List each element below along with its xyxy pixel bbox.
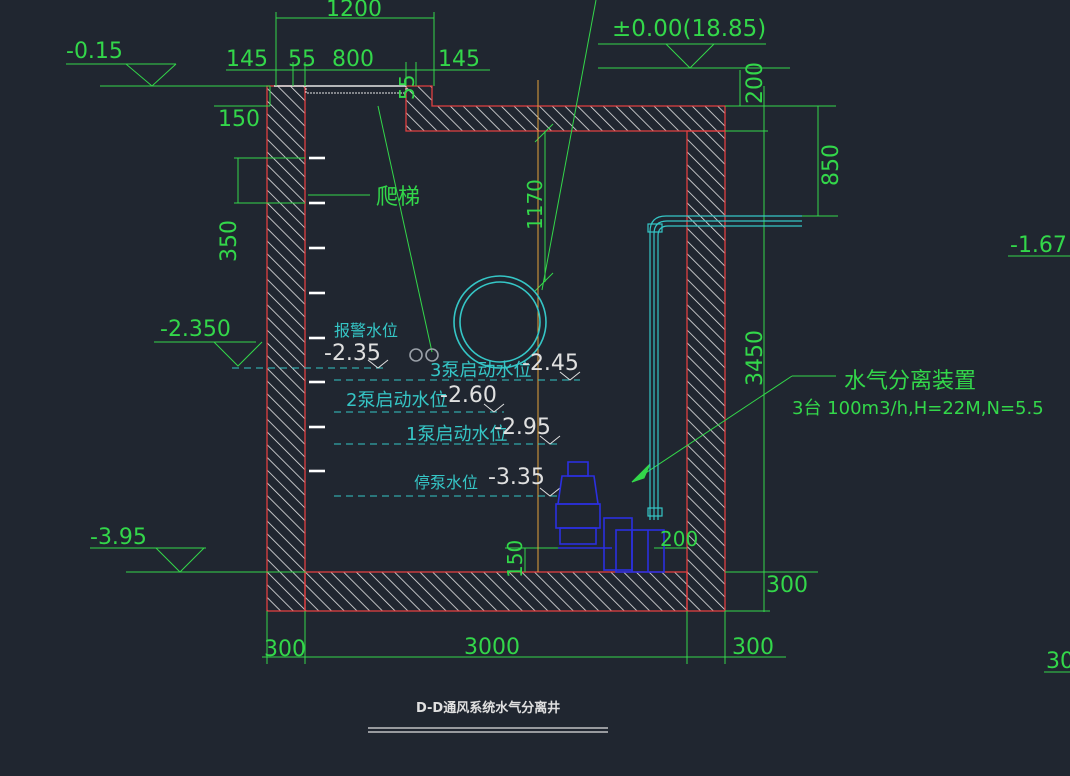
manhole-cover xyxy=(305,85,407,94)
dim-right-height: 3450 xyxy=(743,330,768,386)
water-level-2-name: 2泵启动水位 xyxy=(346,390,447,411)
bottom-slab xyxy=(304,571,688,612)
dim-left-rung: 350 xyxy=(217,220,242,262)
dim-bottom-left: 300 xyxy=(264,637,306,662)
water-level-lines xyxy=(232,367,580,497)
water-level-alarm-name: 报警水位 xyxy=(334,321,398,340)
left-wall xyxy=(266,85,306,612)
ladder-label: 爬梯 xyxy=(376,185,420,210)
top-slab xyxy=(405,85,726,132)
water-level-3-value: -2.45 xyxy=(522,351,579,376)
dim-partial-right: 30 xyxy=(1046,649,1070,674)
water-level-2-value: -2.60 xyxy=(440,383,497,408)
structure xyxy=(266,85,726,612)
pump-icon xyxy=(555,461,665,573)
small-pipe-icon xyxy=(425,348,439,362)
separator-spec: 3台 100m3/h,H=22M,N=5.5 xyxy=(792,398,1044,419)
dimension-lines xyxy=(66,0,1070,673)
water-level-1-value: -2.95 xyxy=(494,415,551,440)
separator-title: 水气分离装置 xyxy=(844,369,976,394)
water-level-1-name: 1泵启动水位 xyxy=(406,424,507,445)
elevation-bottom-left: -3.95 xyxy=(90,525,147,550)
dim-top-total: 1200 xyxy=(326,0,382,22)
dim-pump-gap: 200 xyxy=(660,527,698,551)
dim-top-seg1: 145 xyxy=(226,47,268,72)
drawing-caption: D-D通风系统水气分离井 xyxy=(416,700,560,716)
elevation-top-left: -0.15 xyxy=(66,39,123,64)
dim-top-seg4: 55 xyxy=(395,75,419,100)
ladder xyxy=(309,156,325,473)
pipe-circle-icon xyxy=(453,275,547,369)
water-level-3-name: 3泵启动水位 xyxy=(430,360,531,381)
water-level-alarm-value: -2.35 xyxy=(324,341,381,366)
riser-pipe xyxy=(647,215,802,520)
water-level-markers xyxy=(367,359,581,497)
dim-bottom-right: 300 xyxy=(732,635,774,660)
pipe-section xyxy=(409,275,547,369)
dim-top-seg5: 145 xyxy=(438,47,480,72)
small-pipe-icon xyxy=(409,348,423,362)
dim-top-seg2: 55 xyxy=(288,47,316,72)
dim-bottom-middle: 3000 xyxy=(464,635,520,660)
dim-right-top: 200 xyxy=(743,62,768,104)
dim-right-pipe: 850 xyxy=(819,144,844,186)
water-level-stop-name: 停泵水位 xyxy=(414,473,478,492)
dim-right-base: 300 xyxy=(766,573,808,598)
dim-left-cover: 150 xyxy=(218,107,260,132)
dim-pump-base: 150 xyxy=(503,540,527,578)
elevation-right-edge: -1.67 xyxy=(1010,233,1067,258)
elevation-top-right: ±0.00(18.85) xyxy=(612,16,766,42)
dim-top-seg3: 800 xyxy=(332,47,374,72)
water-level-stop-value: -3.35 xyxy=(488,465,545,490)
elevation-mid-left: -2.350 xyxy=(160,317,231,342)
dim-pipe-depth: 1170 xyxy=(523,179,547,230)
right-wall xyxy=(686,130,726,612)
labels: 1200 145 55 800 55 145 -0.15 ±0.00(18.85… xyxy=(66,0,1070,733)
